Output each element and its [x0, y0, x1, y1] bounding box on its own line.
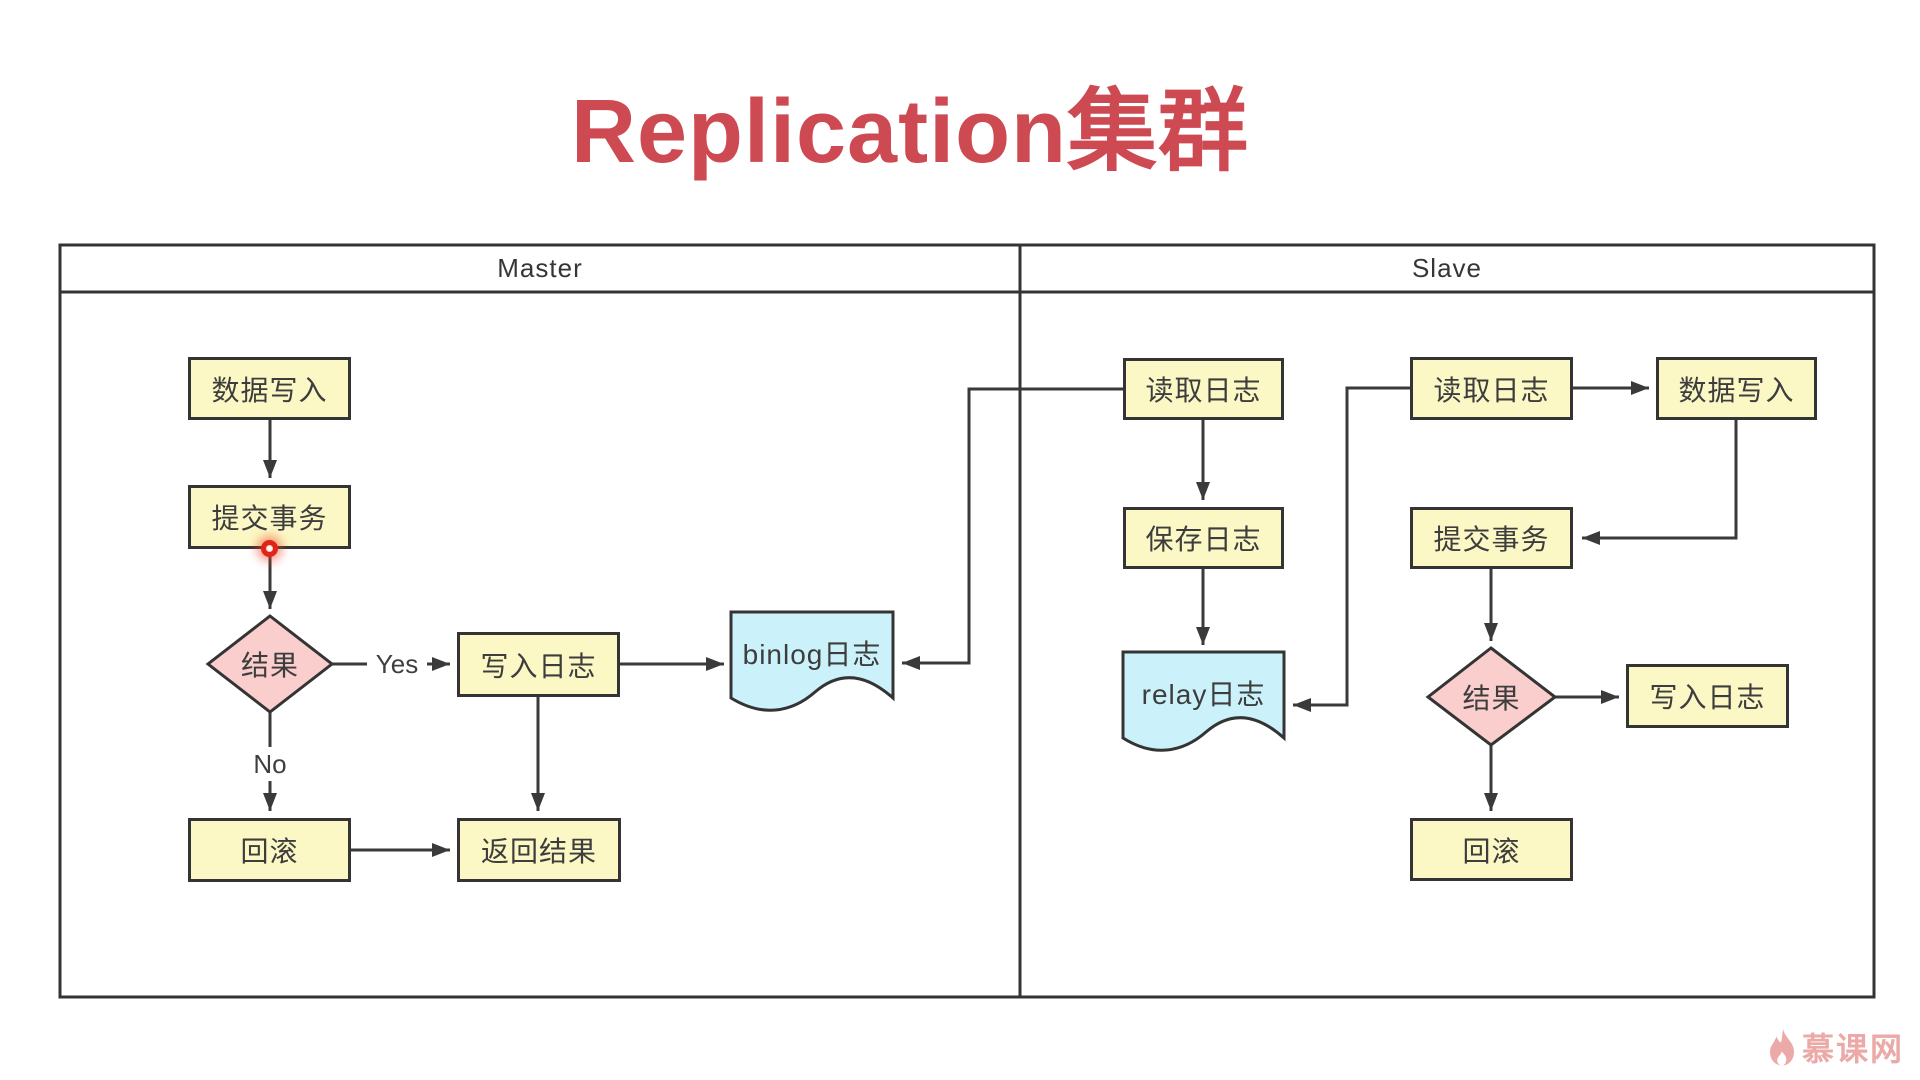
node-slave-read-log-2: 读取日志: [1410, 357, 1573, 420]
node-slave-read-log-1: 读取日志: [1123, 358, 1284, 420]
node-slave-commit: 提交事务: [1410, 507, 1573, 569]
node-master-commit: 提交事务: [188, 485, 351, 549]
arrow-s-datawrite-commit: [1582, 420, 1738, 545]
decision-slave-result: [1425, 646, 1558, 747]
node-slave-data-write: 数据写入: [1656, 357, 1817, 420]
node-slave-save-log: 保存日志: [1123, 507, 1284, 569]
node-slave-rollback: 回滚: [1410, 818, 1573, 881]
node-master-rollback: 回滚: [188, 818, 351, 882]
pool-frame: [58, 243, 1876, 999]
edge-label-yes: Yes: [367, 647, 427, 681]
node-master-data-write: 数据写入: [188, 357, 351, 420]
red-click-indicator-icon: [261, 540, 278, 557]
node-master-write-log: 写入日志: [457, 632, 620, 697]
imooc-watermark: 慕课网: [1768, 1024, 1904, 1070]
document-binlog: [729, 610, 895, 712]
pool-header-slave: Slave: [1411, 253, 1483, 283]
link-s-readlog2-relay: [1293, 386, 1410, 712]
page-title: Replication集群: [570, 82, 1250, 182]
node-slave-write-log: 写入日志: [1626, 664, 1789, 728]
link-s-readlog1-binlog: [902, 387, 1123, 670]
decision-master-result: [205, 614, 335, 714]
document-relay: [1121, 650, 1286, 752]
flame-icon: [1769, 1029, 1794, 1066]
node-master-return-result: 返回结果: [457, 818, 621, 882]
watermark-brand-text: 慕课网: [1801, 1031, 1904, 1067]
pool-header-master: Master: [497, 253, 583, 283]
edge-label-no: No: [240, 747, 300, 781]
